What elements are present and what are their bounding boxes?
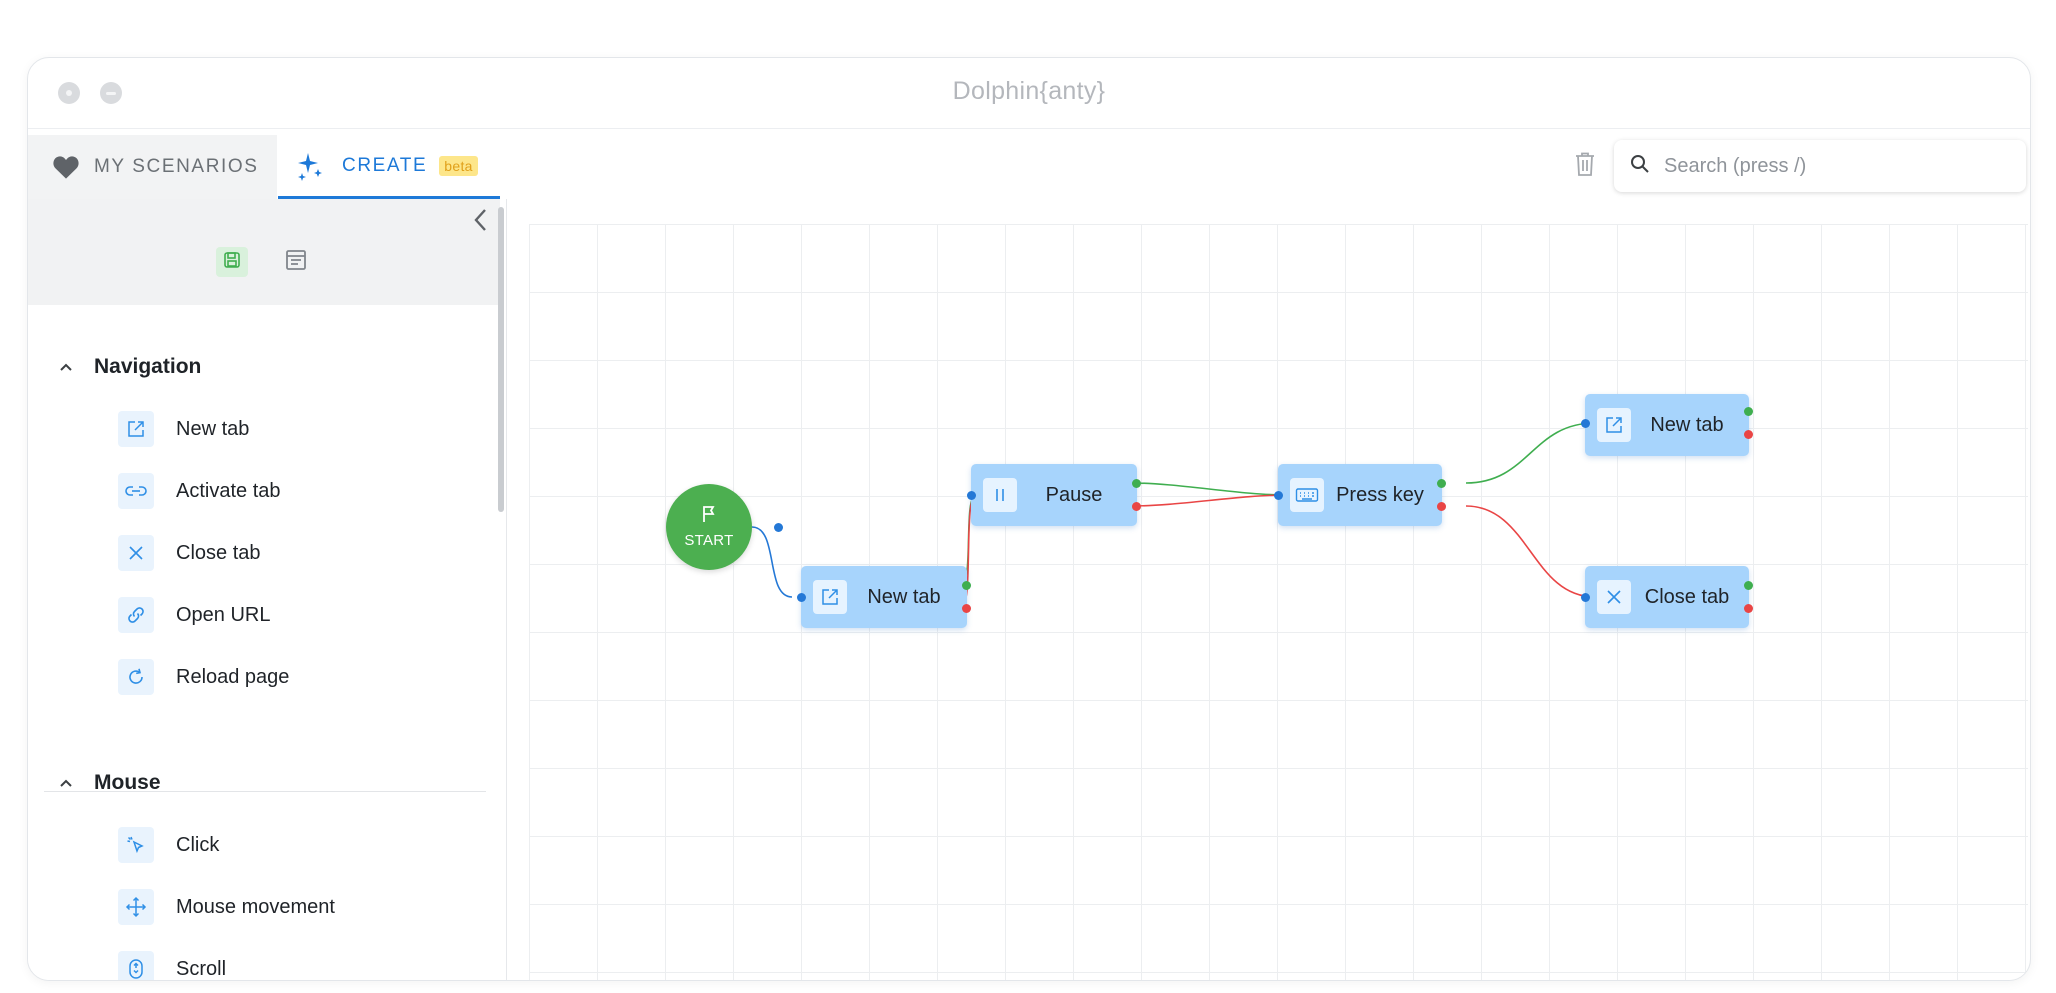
move-arrows-icon xyxy=(118,889,154,925)
section-navigation-title: Navigation xyxy=(94,355,202,378)
sparkles-icon xyxy=(298,151,328,181)
sidebar-item-label: Close tab xyxy=(176,541,261,564)
flow-node-new-tab-2[interactable]: New tab xyxy=(1585,394,1749,456)
tab-my-scenarios-label: MY SCENARIOS xyxy=(94,156,259,177)
node-error-port[interactable] xyxy=(1744,604,1753,613)
section-mouse-title: Mouse xyxy=(94,771,161,794)
sidebar-item-label: Click xyxy=(176,833,220,856)
sidebar-item-reload-page[interactable]: Reload page xyxy=(118,659,289,695)
node-error-port[interactable] xyxy=(1437,502,1446,511)
notes-button[interactable] xyxy=(280,247,312,277)
app-title: Dolphin{anty} xyxy=(952,77,1106,105)
sidebar-item-click[interactable]: Click xyxy=(118,827,219,863)
external-link-icon xyxy=(1597,408,1631,442)
flow-node-press-key[interactable]: Press key xyxy=(1278,464,1442,526)
sidebar-toolbar xyxy=(28,199,500,305)
node-success-port[interactable] xyxy=(1744,407,1753,416)
node-success-port[interactable] xyxy=(1744,581,1753,590)
node-input-port[interactable] xyxy=(1274,491,1283,500)
chevron-up-icon xyxy=(58,777,74,789)
flow-node-label: Close tab xyxy=(1644,585,1730,608)
keyboard-icon xyxy=(1290,478,1324,512)
search-icon xyxy=(1630,154,1650,179)
search-box[interactable] xyxy=(1614,140,2026,192)
window-minimize-button[interactable] xyxy=(100,82,122,104)
reload-icon xyxy=(118,659,154,695)
sidebar-item-activate-tab[interactable]: Activate tab xyxy=(118,473,281,509)
save-icon xyxy=(223,251,241,274)
beta-badge: beta xyxy=(439,155,478,176)
node-input-port[interactable] xyxy=(967,491,976,500)
cursor-click-icon xyxy=(118,827,154,863)
trash-icon[interactable] xyxy=(1574,151,1596,182)
flow-node-label: Pause xyxy=(1045,483,1103,506)
section-mouse[interactable]: Mouse xyxy=(58,771,161,795)
sidebar-item-label: Mouse movement xyxy=(176,895,335,918)
flow-node-label: New tab xyxy=(867,585,941,608)
connections-layer xyxy=(751,422,1596,609)
search-input[interactable] xyxy=(1662,153,2006,179)
node-success-port[interactable] xyxy=(962,581,971,590)
node-input-port[interactable] xyxy=(797,593,806,602)
save-button[interactable] xyxy=(216,247,248,277)
start-output-port[interactable] xyxy=(774,523,783,532)
flag-icon xyxy=(701,505,717,528)
connection-press-key-error xyxy=(1465,505,1596,598)
node-success-port[interactable] xyxy=(1132,479,1141,488)
tab-my-scenarios[interactable]: MY SCENARIOS xyxy=(28,135,277,199)
connection-press-key-success xyxy=(1465,422,1596,484)
node-input-port[interactable] xyxy=(1581,419,1590,428)
node-input-port[interactable] xyxy=(1581,593,1590,602)
chevron-up-icon xyxy=(58,361,74,373)
document-icon xyxy=(285,249,307,276)
sidebar-item-label: Scroll xyxy=(176,957,227,980)
connection-pause-success xyxy=(1130,482,1288,496)
app-window: Dolphin{anty} MY SCENARIOS CREATE beta xyxy=(27,57,2031,981)
flow-node-pause[interactable]: Pause xyxy=(971,464,1137,526)
node-error-port[interactable] xyxy=(1744,430,1753,439)
sidebar-item-close-tab[interactable]: Close tab xyxy=(118,535,261,571)
window-close-button[interactable] xyxy=(58,82,80,104)
external-link-icon xyxy=(118,411,154,447)
flow-node-label: New tab xyxy=(1650,413,1724,436)
sidebar-item-label: Reload page xyxy=(176,665,290,688)
sidebar-item-scroll[interactable]: Scroll xyxy=(118,951,227,980)
pause-icon xyxy=(983,478,1017,512)
node-error-port[interactable] xyxy=(962,604,971,613)
node-success-port[interactable] xyxy=(1437,479,1446,488)
node-error-port[interactable] xyxy=(1132,502,1141,511)
sidebar: Navigation New tab Activate tab Close ta… xyxy=(28,199,507,980)
mouse-scroll-icon xyxy=(118,951,154,980)
sidebar-item-open-url[interactable]: Open URL xyxy=(118,597,271,633)
section-navigation[interactable]: Navigation xyxy=(58,355,201,379)
tab-create[interactable]: CREATE beta xyxy=(278,135,500,199)
external-link-icon xyxy=(813,580,847,614)
start-node[interactable]: START xyxy=(666,484,752,570)
tab-create-label: CREATE xyxy=(342,154,428,176)
section-divider xyxy=(44,791,486,792)
flow-node-new-tab[interactable]: New tab xyxy=(801,566,967,628)
chain-link-icon xyxy=(118,597,154,633)
title-bar: Dolphin{anty} xyxy=(28,58,2030,129)
sidebar-item-new-tab[interactable]: New tab xyxy=(118,411,249,447)
chevron-left-icon[interactable] xyxy=(472,207,490,238)
close-icon xyxy=(118,535,154,571)
sidebar-scrollbar[interactable] xyxy=(498,207,504,512)
connection-start-to-new-tab xyxy=(751,526,793,598)
flow-node-label: Press key xyxy=(1336,483,1424,506)
link-icon xyxy=(118,473,154,509)
start-node-label: START xyxy=(684,532,734,549)
sidebar-item-label: New tab xyxy=(176,417,250,440)
heart-icon xyxy=(52,154,80,180)
close-icon xyxy=(1597,580,1631,614)
sidebar-item-label: Open URL xyxy=(176,603,271,626)
tab-bar: MY SCENARIOS CREATE beta xyxy=(28,135,508,199)
connection-pause-error xyxy=(1130,494,1288,507)
flow-node-close-tab[interactable]: Close tab xyxy=(1585,566,1749,628)
flow-canvas[interactable]: START New tab Pause Press key xyxy=(529,224,2028,980)
sidebar-item-mouse-movement[interactable]: Mouse movement xyxy=(118,889,335,925)
sidebar-item-label: Activate tab xyxy=(176,479,281,502)
